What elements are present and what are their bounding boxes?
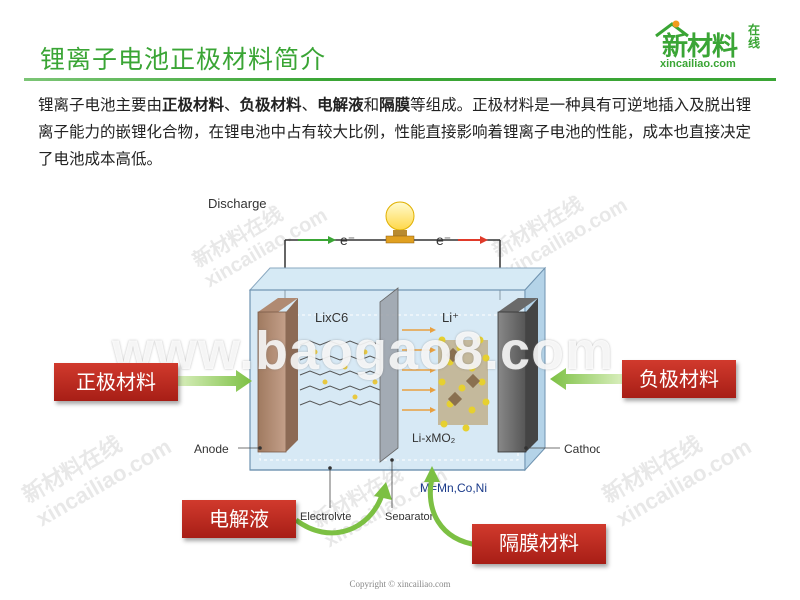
label-electron-right: e⁻ — [436, 232, 451, 248]
intro-bold-cathode: 正极材料 — [162, 96, 225, 114]
label-cathode: Cathode — [564, 442, 600, 456]
intro-paragraph: 锂离子电池主要由正极材料、负极材料、电解液和隔膜等组成。正极材料是一种具有可逆地… — [38, 92, 766, 173]
page-title: 锂离子电池正极材料简介 — [40, 45, 327, 74]
intro-text: 和 — [363, 96, 380, 114]
label-li-ion: Li⁺ — [442, 310, 459, 325]
curved-arrow-icon — [294, 494, 385, 536]
label-discharge: Discharge — [208, 196, 267, 211]
label-metals: M=Mn,Co,Ni — [420, 481, 487, 495]
callout-negative-material: 负极材料 — [622, 360, 736, 398]
logo-side-text: 在线 — [748, 23, 761, 50]
site-logo: 新材料 在线 xincailiao.com — [652, 18, 774, 78]
intro-bold-electrolyte: 电解液 — [317, 96, 364, 114]
callout-electrolyte: 电解液 — [182, 500, 296, 538]
logo-url: xincailiao.com — [660, 58, 736, 70]
intro-text: 、 — [301, 96, 318, 114]
label-separator: Separator — [385, 511, 434, 520]
intro-text: 、 — [224, 96, 240, 114]
callout-separator-material: 隔膜材料 — [472, 524, 606, 564]
label-electron-left: e⁻ — [340, 232, 355, 248]
logo-text: 新材料 — [662, 32, 738, 62]
curved-arrow-icon — [427, 477, 479, 548]
label-cathode-material: Li-xMO₂ — [412, 431, 456, 445]
intro-text: 等组成。正极材料是一种具有可逆地插入及脱出锂离子能力的嵌锂化合物，在锂电池中占有… — [38, 96, 752, 168]
arrow-right-icon — [178, 370, 252, 392]
footer-copyright: Copyright © xincailiao.com — [349, 579, 451, 589]
label-anode: Anode — [194, 442, 229, 456]
cathode-crystal — [438, 336, 490, 432]
arrow-left-icon — [550, 368, 622, 390]
label-electrolyte: Electrolyte — [300, 511, 351, 520]
house-roof-icon — [655, 20, 689, 38]
label-anode-material: LixC6 — [315, 310, 348, 325]
intro-bold-separator: 隔膜 — [379, 96, 411, 114]
battery-diagram: Discharge e⁻ e⁻ LixC6 Li⁺ Li-xMO₂ Anode … — [194, 196, 600, 520]
light-bulb-icon — [385, 201, 415, 244]
intro-bold-anode: 负极材料 — [239, 96, 302, 114]
watermark-baogao: www.baogao8.com — [112, 321, 615, 381]
intro-text: 锂离子电池主要由 — [38, 96, 163, 114]
title-divider — [24, 78, 776, 81]
callout-positive-material: 正极材料 — [54, 363, 178, 401]
